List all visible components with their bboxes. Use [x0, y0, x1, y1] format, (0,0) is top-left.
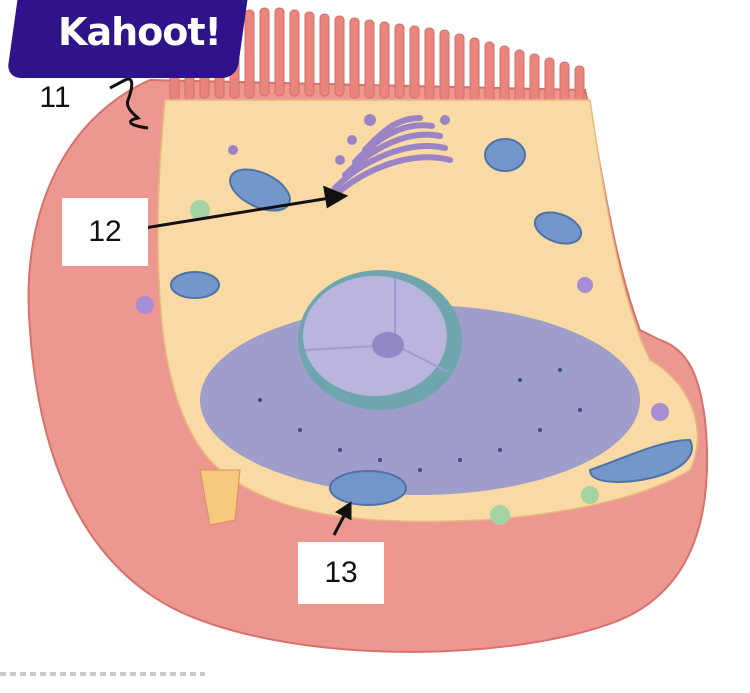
nucleus	[303, 276, 447, 396]
golgi-apparatus	[327, 115, 453, 203]
label-11: 11	[39, 81, 71, 114]
golgi-vesicles	[228, 114, 450, 165]
label-13: 13	[298, 542, 384, 604]
arrow-12	[131, 185, 349, 232]
mitochondria	[170, 138, 693, 506]
nucleolus	[372, 332, 404, 358]
cytoskeleton-patch	[199, 469, 241, 526]
peroxisomes	[136, 277, 669, 421]
arrow-13	[332, 501, 352, 536]
bracket-11	[109, 77, 149, 130]
er-ribosomes	[258, 368, 582, 472]
faded-caption	[0, 672, 205, 676]
lysosomes	[190, 200, 599, 525]
kahoot-logo: Kahoot!	[58, 10, 222, 54]
mitochondrion-13	[329, 470, 407, 506]
label-12: 12	[62, 198, 148, 266]
